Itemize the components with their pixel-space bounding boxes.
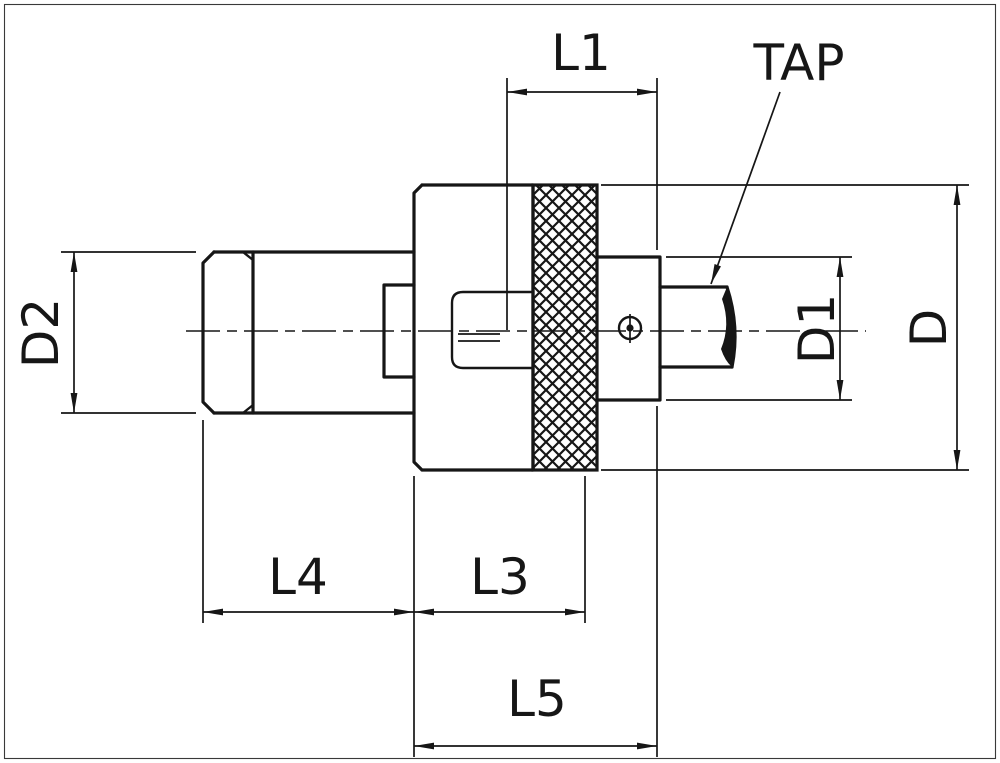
dimension-l5: L5	[414, 406, 658, 757]
nose-outline	[595, 255, 662, 402]
shank	[201, 250, 416, 415]
tap-shank	[658, 285, 737, 369]
page-border	[3, 3, 997, 760]
d2-extension-lines	[61, 251, 196, 414]
dimension-d2: D2	[12, 251, 196, 414]
dimension-label-d1: D1	[788, 294, 846, 364]
knurled-ring	[531, 183, 599, 472]
dimension-label-l3: L3	[470, 548, 530, 606]
body-outline	[412, 183, 535, 472]
tap-leader-line	[710, 91, 781, 285]
dimension-label-l1: L1	[551, 24, 611, 82]
dimension-l1: L1	[506, 24, 658, 330]
d1-extension-lines	[666, 256, 852, 401]
dimension-d: D	[601, 184, 969, 471]
dimension-label-d: D	[900, 309, 958, 348]
dimension-label-l5: L5	[507, 670, 567, 728]
dimension-label-l4: L4	[268, 548, 328, 606]
tap-label: TAP	[752, 34, 844, 92]
dimension-label-d2: D2	[12, 298, 70, 368]
tap-top-bottom	[658, 285, 734, 369]
part-view	[201, 183, 737, 472]
shank-top-bottom	[212, 250, 416, 415]
tap-callout: TAP	[710, 34, 845, 285]
nose	[595, 255, 662, 402]
neck-step	[382, 283, 416, 379]
l1-extension-lines	[506, 78, 658, 330]
shank-groove-chamfers	[241, 250, 255, 415]
internal-bore	[450, 290, 535, 370]
body	[412, 183, 535, 472]
dimension-l4: L4	[202, 420, 415, 757]
shank-left-edge	[201, 250, 216, 415]
dimension-d1: D1	[666, 256, 852, 401]
d-extension-lines	[601, 184, 969, 471]
dimension-l3: L3	[414, 476, 586, 623]
internal-bore-detail	[458, 333, 500, 342]
tap-end-shading	[721, 287, 736, 367]
l4-extension-lines	[202, 420, 415, 757]
